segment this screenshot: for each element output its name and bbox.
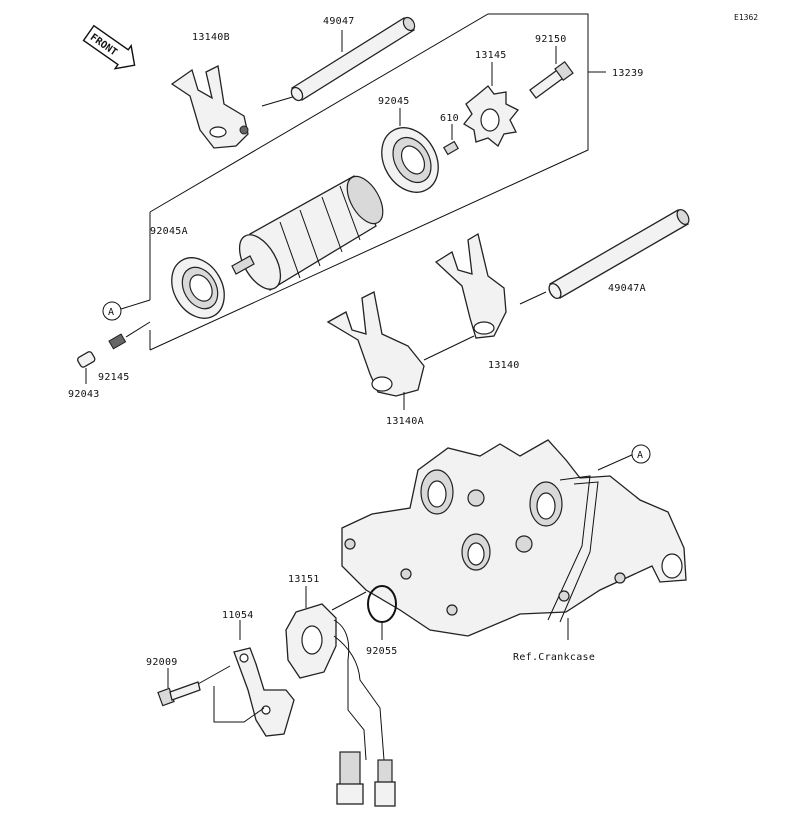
label-92045: 92045 [378, 96, 410, 107]
label-ref-crankcase: Ref.Crankcase [513, 652, 595, 663]
shift-fork-13140B [170, 65, 297, 149]
shift-rod-49047 [290, 16, 416, 102]
label-92055: 92055 [366, 646, 398, 657]
bracket-11054 [197, 620, 295, 737]
bolt-92009 [157, 668, 201, 707]
label-92150: 92150 [535, 34, 567, 45]
label-13140B: 13140B [192, 32, 230, 43]
crankcase-reference [341, 439, 687, 640]
label-13151: 13151 [288, 574, 320, 585]
label-13140A: 13140A [386, 416, 424, 427]
callout-a-lower: A [631, 444, 651, 464]
assembly-bracket-13239 [149, 13, 606, 351]
label-92045A: 92045A [150, 226, 188, 237]
label-49047: 49047 [323, 16, 355, 27]
callout-a-upper-label: A [108, 307, 114, 318]
bearing-92045A [171, 257, 225, 319]
callout-a-upper: A [102, 299, 151, 321]
shift-fork-13140A [326, 291, 425, 410]
label-610: 610 [440, 113, 459, 124]
bolt-92150 [529, 46, 574, 99]
shift-fork-13140 [423, 232, 507, 361]
diagram-code: E1362 [734, 13, 758, 22]
plunger-92043 [77, 351, 96, 384]
bearing-92045 [381, 108, 439, 193]
drum-segment-13145 [463, 62, 520, 148]
front-arrow-icon: FRONT [82, 24, 136, 70]
label-92009: 92009 [146, 657, 178, 668]
shift-drum [231, 175, 384, 291]
pin-610 [442, 124, 460, 156]
label-11054: 11054 [222, 610, 254, 621]
shift-rod-49047A [519, 209, 690, 305]
label-13239: 13239 [612, 68, 644, 79]
label-13140: 13140 [488, 360, 520, 371]
label-92043: 92043 [68, 389, 100, 400]
spring-92145 [108, 321, 151, 350]
label-13145: 13145 [475, 50, 507, 61]
label-92145: 92145 [98, 372, 130, 383]
callout-a-lower-label: A [637, 450, 643, 461]
label-49047A: 49047A [608, 283, 646, 294]
o-ring-92055 [331, 585, 397, 640]
gear-position-sensor-13151 [285, 586, 396, 807]
